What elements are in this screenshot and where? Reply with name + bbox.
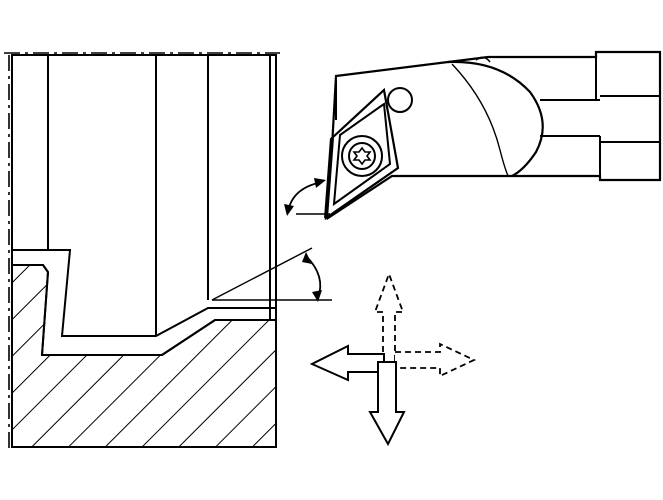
workpiece (4, 52, 332, 448)
tool-angle-marker (284, 178, 326, 216)
insert-cutting-edge (324, 137, 334, 219)
arrow-up-icon (373, 271, 405, 362)
clamp-screw (387, 87, 413, 113)
tool-head-small-bump (475, 56, 491, 63)
tool-head-inner-curve (451, 63, 509, 177)
torx-drive-icon (352, 146, 372, 166)
workpiece-outline (11, 54, 277, 448)
profile-angle-marker (302, 252, 322, 302)
cut-profile-inner (12, 264, 276, 356)
tool-head-curve (447, 60, 544, 177)
arrow-left-icon (309, 344, 385, 382)
boring-tool (296, 50, 662, 221)
profile-angle-line (211, 247, 313, 301)
arrow-right-icon (395, 342, 477, 378)
arrow-down-icon (368, 361, 406, 447)
feed-direction-arrows (309, 271, 477, 447)
cut-profile (12, 249, 276, 337)
